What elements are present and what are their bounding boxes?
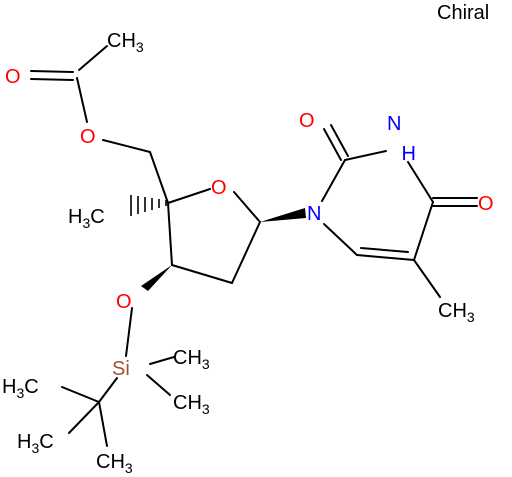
bond-c1-c2 — [231, 221, 261, 284]
atom-ch3-tbu-c: CH3 — [96, 451, 133, 476]
atom-o-ring: O — [211, 177, 227, 199]
bond-n3-c4 — [407, 161, 434, 203]
atom-o-ester: O — [80, 126, 96, 148]
atom-n3h: HN — [387, 113, 416, 165]
bond-acetyl-ester — [76, 77, 88, 123]
bond-oring-c1 — [233, 191, 261, 223]
bond-ester-ch2 — [102, 139, 151, 153]
atom-si: Si — [112, 358, 130, 380]
atom-ch3-acetyl: CH3 — [107, 30, 144, 55]
bond-tbu-methyl-b — [68, 401, 100, 434]
bond-acetyl-methyl — [78, 45, 108, 71]
bond-c6-n1 — [323, 223, 358, 256]
bond-si-methyl-a — [149, 356, 175, 365]
bond-c2-o-2 — [330, 124, 349, 157]
wedge-bond-c3-oxygen — [141, 265, 172, 291]
wedge-bond-c1-n1 — [260, 208, 306, 222]
atom-o-c4: O — [478, 193, 494, 215]
atom-o-c2: O — [299, 110, 315, 132]
atom-ch3-si-a: CH3 — [173, 347, 210, 372]
bond-n1-c2 — [321, 159, 346, 202]
atom-ch3-si-b: CH3 — [173, 392, 210, 417]
bond-si-tbu — [98, 377, 118, 403]
bond-c5-c6-2 — [360, 247, 409, 253]
atom-ch3-tbu-b: H3C — [17, 431, 54, 456]
bond-ch2-c4 — [149, 151, 169, 204]
atom-o-acetyl-carbonyl: O — [5, 66, 21, 88]
bond-c5-c6-1 — [356, 254, 415, 261]
bond-o-si — [125, 307, 133, 357]
hashed-bond-c4-methyl — [130, 195, 167, 216]
bond-c3-c4 — [167, 202, 173, 266]
bond-c4-c5 — [413, 201, 434, 261]
bond-acetyl-carbonyl-1 — [30, 70, 74, 73]
bond-tbu-methyl-c — [98, 401, 108, 447]
bond-si-methyl-b — [146, 374, 171, 396]
bond-c2-o-1 — [323, 128, 342, 161]
bond-c2-n3 — [344, 150, 387, 161]
atom-ch3-c5: CH3 — [438, 300, 475, 325]
atom-ch3-c4: H3C — [68, 206, 105, 231]
atom-n1: N — [307, 203, 321, 225]
chiral-label: Chiral — [437, 2, 490, 24]
bond-acetyl-carbonyl-2 — [30, 78, 74, 81]
atom-o-silyl: O — [116, 291, 132, 313]
bond-c5-methyl — [413, 259, 441, 298]
atom-ch3-tbu-a: H3C — [2, 376, 39, 401]
bond-c2-c3 — [171, 264, 233, 284]
bond-c4-oring — [167, 188, 211, 204]
bond-tbu-methyl-a — [61, 386, 100, 403]
